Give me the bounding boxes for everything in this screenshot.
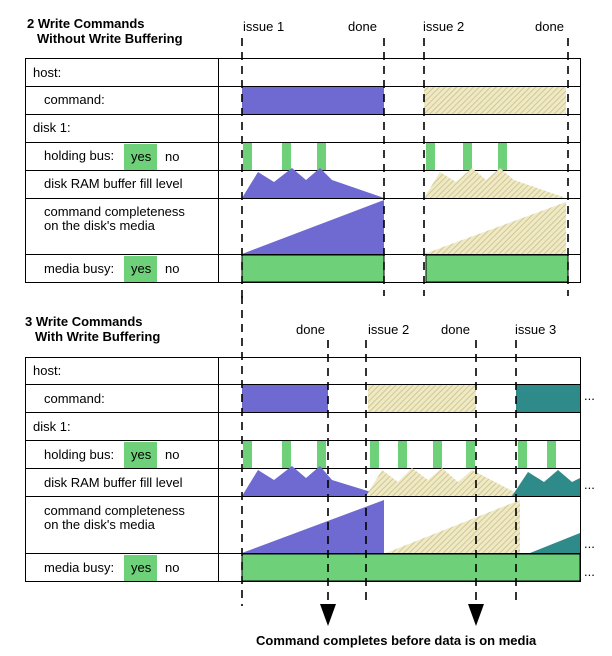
section2-marker-done2: done <box>441 322 470 337</box>
section1-marker-done1: done <box>348 19 377 34</box>
s2-command3-bar <box>516 385 580 412</box>
s2-media-yes-badge <box>124 555 157 581</box>
diagram-caption: Command completes before data is on medi… <box>256 633 537 648</box>
s2-fill-ellipsis: ... <box>584 477 595 492</box>
s2-row-media-busy: media busy: <box>44 560 114 575</box>
s2-completeness-ellipsis: ... <box>584 536 595 551</box>
s1-row-holding-bus: holding bus: <box>44 148 114 163</box>
s2-command1-bar <box>242 385 328 412</box>
s2-row-disk: disk 1: <box>33 419 71 434</box>
section2-title-line1: 3 Write Commands <box>25 314 143 329</box>
s2-fill-level-1 <box>242 466 384 496</box>
s1-holding-yes: yes <box>131 149 152 164</box>
section1-marker-done2: done <box>535 19 564 34</box>
s1-media-busy-1 <box>241 254 385 283</box>
s1-row-completeness-line2: on the disk's media <box>44 218 156 233</box>
s1-media-no: no <box>165 261 179 276</box>
s2-media-busy <box>241 553 581 582</box>
arrow-down-icon <box>320 604 336 626</box>
s1-fill-level-1 <box>242 168 384 198</box>
s2-command-ellipsis: ... <box>584 388 595 403</box>
s1-holding-bus-pulses <box>243 143 507 170</box>
s1-completeness-1 <box>242 200 384 254</box>
s1-row-completeness-line1: command completeness <box>44 204 185 219</box>
s1-media-yes-badge <box>124 256 157 282</box>
s1-media-yes: yes <box>131 261 152 276</box>
s2-completeness-1 <box>242 500 384 553</box>
s1-timeline-markers <box>241 38 569 300</box>
s2-completeness-3 <box>530 533 580 553</box>
section2-marker-done1: done <box>296 322 325 337</box>
s2-row-fill-level: disk RAM buffer fill level <box>44 475 183 490</box>
s1-row-media-busy: media busy: <box>44 261 114 276</box>
s1-command1-bar <box>242 87 384 114</box>
s2-holding-yes-badge <box>124 442 157 468</box>
section2-marker-issue3: issue 3 <box>515 322 556 337</box>
s1-command2-bar <box>424 87 566 114</box>
s1-row-command: command: <box>44 92 105 107</box>
s2-row-host: host: <box>33 363 61 378</box>
section2-marker-issue2: issue 2 <box>368 322 409 337</box>
arrow-down-icon <box>468 604 484 626</box>
s1-fill-level-2 <box>424 168 566 198</box>
s2-media-yes: yes <box>131 560 152 575</box>
s1-completeness-2 <box>424 202 566 254</box>
s2-row-completeness-line1: command completeness <box>44 503 185 518</box>
s2-row-command: command: <box>44 391 105 406</box>
s2-row-holding-bus: holding bus: <box>44 447 114 462</box>
s1-row-disk: disk 1: <box>33 120 71 135</box>
s2-fill-level-2 <box>366 468 522 496</box>
section1-title-line2: Without Write Buffering <box>37 31 183 46</box>
s1-media-busy-2 <box>425 254 569 283</box>
section1-marker-issue2: issue 2 <box>423 19 464 34</box>
s1-holding-no: no <box>165 149 179 164</box>
section1-title-line1: 2 Write Commands <box>27 16 145 31</box>
s2-fill-level-3 <box>512 470 580 496</box>
s2-holding-no: no <box>165 447 179 462</box>
s2-row-completeness-line2: on the disk's media <box>44 517 156 532</box>
s2-command2-bar <box>368 385 476 412</box>
s2-holding-yes: yes <box>131 447 152 462</box>
s2-timeline-markers <box>241 296 517 606</box>
s1-row-fill-level: disk RAM buffer fill level <box>44 176 183 191</box>
s1-holding-yes-badge <box>124 144 157 170</box>
s2-media-ellipsis: ... <box>584 564 595 579</box>
section1-marker-issue1: issue 1 <box>243 19 284 34</box>
section2-title-line2: With Write Buffering <box>35 329 160 344</box>
s1-row-host: host: <box>33 65 61 80</box>
s2-holding-bus-pulses <box>243 441 556 468</box>
s2-completeness-2 <box>386 500 520 553</box>
s2-media-no: no <box>165 560 179 575</box>
